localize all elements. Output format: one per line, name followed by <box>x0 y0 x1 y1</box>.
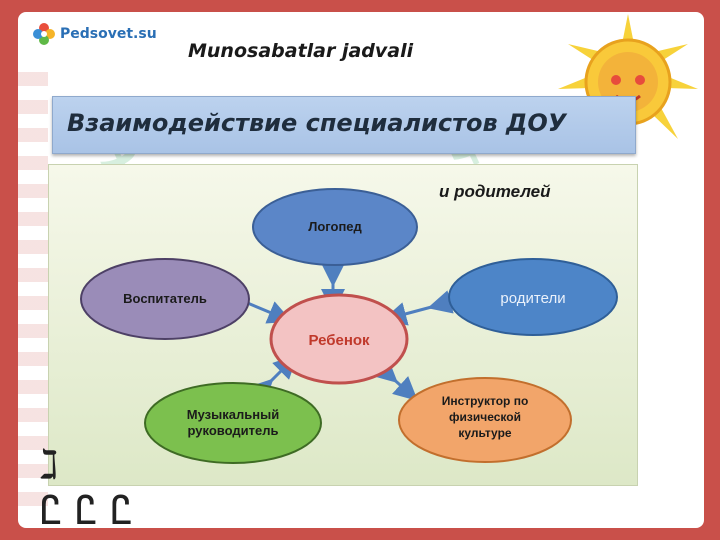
node-logoped-label: Логопед <box>308 219 362 234</box>
node-instr-label-1: Инструктор по <box>442 394 529 408</box>
arrow-roditeli <box>382 290 454 326</box>
node-vospitatel-label: Воспитатель <box>123 291 207 306</box>
node-vospitatel <box>80 258 250 340</box>
relations-diagram: и родителей Логопед Воспитатель родители… <box>80 182 618 464</box>
node-instr <box>398 377 572 463</box>
node-muz-label-1: Музыкальный <box>187 407 279 422</box>
node-logoped <box>252 188 418 266</box>
node-roditeli-label: родители <box>500 290 565 307</box>
banner: Взаимодействие специалистов ДОУ <box>52 96 636 154</box>
node-muz <box>144 382 322 464</box>
node-muz-label-2: руководитель <box>188 423 279 438</box>
diagram-subtitle: и родителей <box>439 182 551 201</box>
arrow-instr <box>372 358 418 402</box>
logo-text: Pedsovet.su <box>60 26 157 42</box>
site-logo[interactable]: Pedsovet.su <box>32 22 157 46</box>
slide: Pedsovet.su Munosabatlar jadvali $ $ $ $… <box>18 12 704 528</box>
node-instr-label-3: культуре <box>458 426 511 440</box>
diagram-panel: и родителей Логопед Воспитатель родители… <box>48 164 638 486</box>
decorative-stripes <box>18 72 48 512</box>
page-title: Munosabatlar jadvali <box>188 40 414 62</box>
node-roditeli <box>448 258 618 336</box>
node-instr-label-2: физической <box>449 410 521 424</box>
banner-title: Взаимодействие специалистов ДОУ <box>67 109 567 137</box>
flower-icon <box>33 23 55 45</box>
node-center-label: Ребенок <box>308 332 370 349</box>
node-center <box>269 293 409 385</box>
